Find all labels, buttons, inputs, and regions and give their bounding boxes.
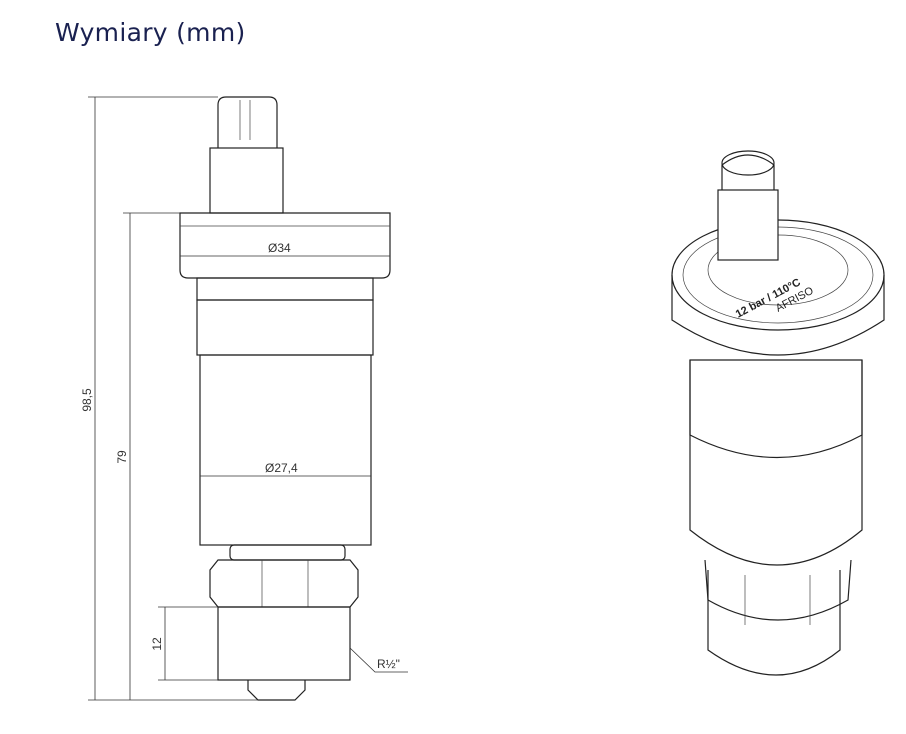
neck-ring	[196, 277, 374, 301]
body-diameter-label: Ø27,4	[265, 461, 298, 475]
total-height-label: 98,5	[80, 388, 94, 412]
thread-label: R½"	[377, 657, 400, 671]
adjust-knob-3d	[717, 189, 779, 261]
cap-diameter-label: Ø34	[268, 241, 291, 255]
top-pin-face	[721, 150, 775, 176]
thread	[217, 606, 351, 681]
side-view: 98,5 79 12 Ø34 Ø27,4 R½"	[80, 96, 408, 701]
neck	[229, 544, 346, 561]
cap-side-3d	[671, 275, 885, 356]
thread-3d	[707, 570, 841, 676]
knob-background	[718, 190, 778, 260]
top-pin-3d	[721, 154, 775, 190]
body	[199, 354, 372, 546]
page-title: Wymiary (mm)	[55, 18, 246, 47]
adjust-knob	[209, 147, 284, 214]
thread-length-label: 12	[150, 637, 164, 651]
hex-3d	[704, 559, 852, 621]
perspective-view: 12 bar / 110°C AFRISO	[671, 150, 885, 676]
hex-nut	[209, 559, 359, 608]
knurled-band	[196, 299, 374, 356]
thread-leader-line	[349, 647, 408, 673]
dimension-lines	[88, 96, 408, 701]
body-3d	[689, 360, 863, 566]
cap	[179, 212, 391, 279]
tip	[247, 680, 306, 701]
top-pin	[217, 96, 278, 148]
body-height-label: 79	[115, 450, 129, 464]
knurled-band-3d	[689, 359, 863, 459]
